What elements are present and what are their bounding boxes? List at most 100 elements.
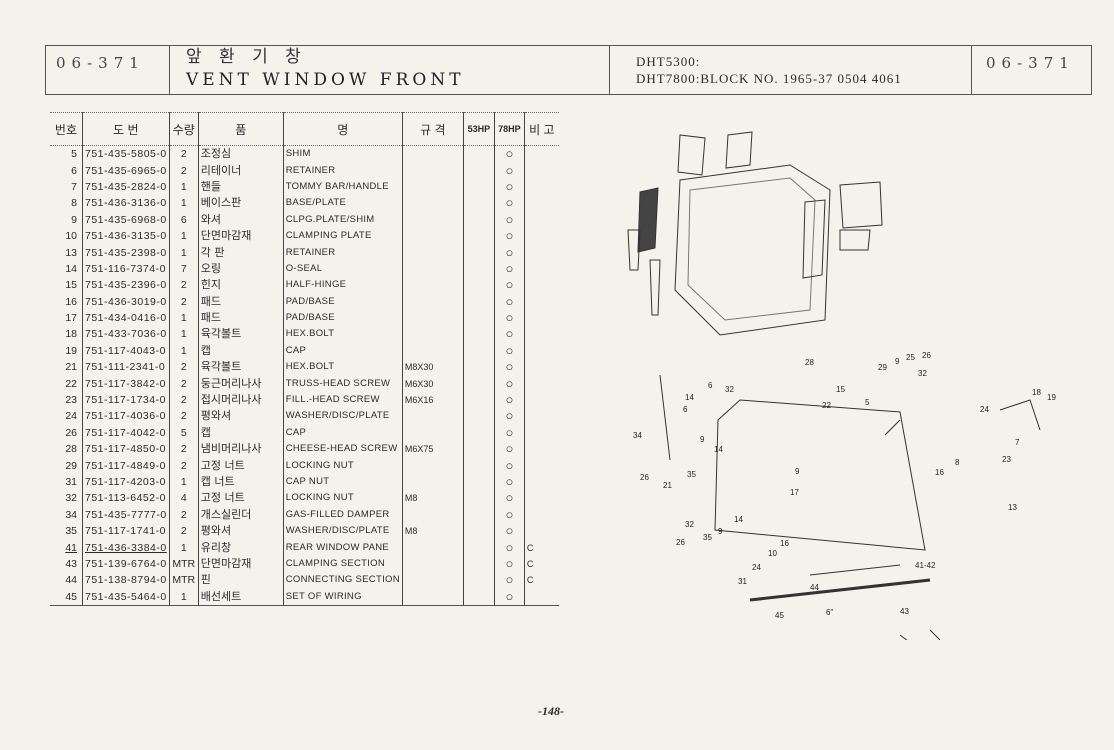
part-number: 751-117-4036-0 xyxy=(82,408,170,425)
callout-label: 18 xyxy=(1032,388,1041,397)
callout-label: 35 xyxy=(703,533,712,542)
callout-label: 5 xyxy=(865,398,870,407)
remarks xyxy=(523,145,559,163)
name-korean: 육각볼트 xyxy=(197,359,284,376)
mark-78hp: ○ xyxy=(493,506,525,523)
mark-53hp xyxy=(462,195,495,212)
part-number: 751-117-4849-0 xyxy=(82,457,170,474)
callout-label: 25 xyxy=(906,353,915,362)
name-korean: 캡 xyxy=(197,424,284,442)
section-code: 06-371 xyxy=(56,54,145,72)
callout-label: 29 xyxy=(878,363,887,372)
remarks xyxy=(523,326,559,343)
item-no: 26 xyxy=(65,426,77,439)
quantity: 2 xyxy=(168,162,199,179)
callout-label: 32 xyxy=(918,369,927,378)
mark-53hp xyxy=(462,359,495,376)
col-remarks: 비 고 xyxy=(523,112,559,146)
name-korean: 육각볼트 xyxy=(197,326,284,343)
item-no: 17 xyxy=(65,312,77,325)
remarks xyxy=(523,309,559,327)
part-number: 751-117-4043-0 xyxy=(82,342,170,360)
quantity: 2 xyxy=(168,391,199,409)
name-english: TOMMY BAR/HANDLE xyxy=(282,178,403,196)
spec xyxy=(401,473,464,491)
quantity: 7 xyxy=(168,260,199,278)
part-number: 751-436-3019-0 xyxy=(82,293,170,310)
name-korean: 핸들 xyxy=(197,178,284,196)
item-no: 9 xyxy=(71,213,77,226)
callout-label: 26 xyxy=(922,351,931,360)
mark-78hp: ○ xyxy=(493,572,525,589)
callout-label: 6 xyxy=(708,381,713,390)
quantity: 6 xyxy=(168,211,199,228)
mark-78hp: ○ xyxy=(493,309,525,327)
part-number: 751-138-8794-0 xyxy=(82,572,170,589)
item-no: 34 xyxy=(65,508,77,521)
remarks xyxy=(523,178,559,196)
item-no: 8 xyxy=(71,197,77,210)
mark-78hp: ○ xyxy=(493,293,525,310)
item-no: 14 xyxy=(65,262,77,275)
name-english: FILL.-HEAD SCREW xyxy=(282,391,403,409)
mark-53hp xyxy=(462,227,495,245)
callout-label: 9 xyxy=(895,357,900,366)
mark-78hp: ○ xyxy=(493,408,525,425)
spec: M8 xyxy=(401,522,464,540)
quantity: 2 xyxy=(168,408,199,425)
callout-label: 10 xyxy=(768,549,777,558)
quantity: 1 xyxy=(168,326,199,343)
name-korean: 고정 너트 xyxy=(197,490,284,507)
callout-label: 8 xyxy=(955,458,960,467)
spec: M6X16 xyxy=(401,391,464,409)
name-korean: 둥근머리나사 xyxy=(197,375,284,392)
mark-53hp xyxy=(462,424,495,442)
item-no: 18 xyxy=(65,328,77,341)
spec xyxy=(401,326,464,343)
spec xyxy=(401,588,464,606)
remarks xyxy=(523,195,559,212)
name-english: HEX.BOLT xyxy=(282,359,403,376)
name-english: CAP NUT xyxy=(282,473,403,491)
mark-53hp xyxy=(462,408,495,425)
name-english: RETAINER xyxy=(282,162,403,179)
mark-78hp: ○ xyxy=(493,441,525,458)
item-no: 7 xyxy=(71,180,77,193)
mark-78hp: ○ xyxy=(493,457,525,474)
mark-78hp: ○ xyxy=(493,522,525,540)
name-english: PAD/BASE xyxy=(282,293,403,310)
name-english: WASHER/DISC/PLATE xyxy=(282,522,403,540)
mark-78hp: ○ xyxy=(493,490,525,507)
remarks xyxy=(523,408,559,425)
spec: M6X30 xyxy=(401,375,464,392)
name-english: HALF-HINGE xyxy=(282,277,403,294)
quantity: 5 xyxy=(168,424,199,442)
item-no: 22 xyxy=(65,377,77,390)
mark-78hp: ○ xyxy=(493,588,525,606)
mark-78hp: ○ xyxy=(493,359,525,376)
item-no: 45 xyxy=(50,588,83,606)
name-korean: 접시머리나사 xyxy=(197,391,284,409)
mark-53hp xyxy=(462,441,495,458)
mark-53hp xyxy=(462,260,495,278)
remarks xyxy=(523,441,559,458)
remarks xyxy=(523,506,559,523)
quantity: 1 xyxy=(168,244,199,261)
name-english: LOCKING NUT xyxy=(282,490,403,507)
callout-label: 16 xyxy=(935,468,944,477)
part-number: 751-117-3842-0 xyxy=(82,375,170,392)
callout-label: 26 xyxy=(676,538,685,547)
item-no: 44 xyxy=(65,574,77,587)
item-no: 19 xyxy=(65,344,77,357)
remarks xyxy=(523,277,559,294)
name-korean: 평와셔 xyxy=(197,522,284,540)
remarks xyxy=(523,522,559,540)
spec xyxy=(401,195,464,212)
